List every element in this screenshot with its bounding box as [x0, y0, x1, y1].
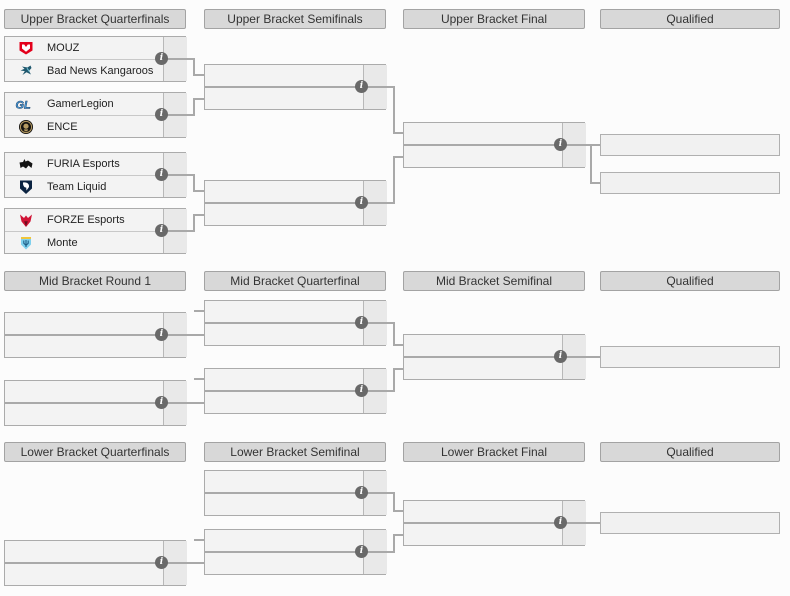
bracket-connector-line — [194, 74, 204, 76]
mouz-logo-icon — [13, 40, 39, 56]
bracket-connector-line — [193, 98, 195, 116]
match-info-icon[interactable]: i — [155, 224, 168, 237]
svg-text:GL: GL — [16, 100, 32, 112]
bracket-connector-line — [404, 144, 600, 146]
match-info-icon[interactable]: i — [155, 328, 168, 341]
match-info-icon[interactable]: i — [155, 396, 168, 409]
match-info-icon[interactable]: i — [355, 486, 368, 499]
qualified-box — [600, 134, 780, 156]
team-name: ENCE — [47, 121, 78, 133]
bracket-connector-line — [394, 132, 403, 134]
bracket-connector-line — [393, 156, 395, 204]
round-header: Qualified — [600, 9, 780, 29]
monte-logo-icon — [13, 235, 39, 251]
match-info-icon[interactable]: i — [355, 196, 368, 209]
bracket-connector-line — [5, 334, 204, 336]
bracket-connector-line — [162, 114, 195, 116]
round-header: Upper Bracket Semifinals — [204, 9, 386, 29]
match-info-icon[interactable]: i — [554, 350, 567, 363]
team-row[interactable]: MOUZ — [5, 37, 185, 60]
qualified-box — [600, 172, 780, 194]
match-info-icon[interactable]: i — [554, 516, 567, 529]
bad-news-kangaroos-logo-icon — [13, 63, 39, 79]
bracket-connector-line — [5, 562, 204, 564]
team-row[interactable]: FURIA Esports — [5, 153, 185, 176]
bracket-connector-line — [394, 156, 403, 158]
bracket-connector-line — [205, 322, 395, 324]
bracket-connector-line — [590, 144, 592, 184]
round-header: Qualified — [600, 271, 780, 291]
match-info-icon[interactable]: i — [355, 384, 368, 397]
team-name: Monte — [47, 237, 78, 249]
team-name: Bad News Kangaroos — [47, 65, 154, 77]
bracket-connector-line — [205, 202, 395, 204]
team-name: FORZE Esports — [47, 214, 125, 226]
match-info-icon[interactable]: i — [554, 138, 567, 151]
bracket-connector-line — [591, 182, 600, 184]
match-info-icon[interactable]: i — [355, 80, 368, 93]
round-header: Lower Bracket Quarterfinals — [4, 442, 186, 462]
bracket-connector-line — [194, 539, 204, 541]
bracket-connector-line — [194, 378, 204, 380]
bracket-connector-line — [205, 551, 395, 553]
bracket-connector-line — [393, 368, 395, 392]
round-header: Upper Bracket Quarterfinals — [4, 9, 186, 29]
bracket-connector-line — [393, 492, 395, 512]
bracket-connector-line — [394, 534, 403, 536]
bracket-connector-line — [162, 58, 195, 60]
bracket-connector-line — [194, 310, 204, 312]
team-liquid-logo-icon — [13, 179, 39, 195]
bracket-connector-line — [394, 344, 403, 346]
team-row[interactable]: Bad News Kangaroos — [5, 60, 185, 82]
match-info-icon[interactable]: i — [155, 168, 168, 181]
team-row[interactable]: Monte — [5, 232, 185, 254]
team-row[interactable]: FORZE Esports — [5, 209, 185, 232]
bracket-connector-line — [162, 174, 195, 176]
round-header: Upper Bracket Final — [403, 9, 585, 29]
qualified-box — [600, 346, 780, 368]
round-header: Mid Bracket Round 1 — [4, 271, 186, 291]
match-info-icon[interactable]: i — [355, 316, 368, 329]
bracket-connector-line — [193, 174, 195, 192]
bracket-connector-line — [162, 230, 195, 232]
team-row[interactable]: ENCE — [5, 116, 185, 138]
ence-logo-icon — [13, 119, 39, 135]
match-info-icon[interactable]: i — [155, 556, 168, 569]
team-row[interactable]: Team Liquid — [5, 176, 185, 198]
bracket-connector-line — [393, 86, 395, 134]
bracket-connector-line — [394, 368, 403, 370]
forze-logo-icon — [13, 212, 39, 228]
bracket-connector-line — [404, 356, 600, 358]
gamerlegion-logo-icon: GL — [13, 96, 39, 112]
round-header: Qualified — [600, 442, 780, 462]
bracket-connector-line — [194, 214, 204, 216]
bracket-connector-line — [5, 402, 204, 404]
match-info-icon[interactable]: i — [155, 108, 168, 121]
team-row[interactable]: GL GamerLegion — [5, 93, 185, 116]
round-header: Lower Bracket Semifinal — [204, 442, 386, 462]
bracket-connector-line — [393, 534, 395, 553]
bracket-connector-line — [205, 86, 395, 88]
bracket-connector-line — [193, 214, 195, 232]
bracket-connector-line — [393, 322, 395, 346]
team-name: GamerLegion — [47, 98, 114, 110]
bracket-connector-line — [205, 492, 395, 494]
bracket-connector-line — [194, 98, 204, 100]
bracket-connector-line — [404, 522, 600, 524]
round-header: Mid Bracket Quarterfinal — [204, 271, 386, 291]
team-name: MOUZ — [47, 42, 80, 54]
team-name: FURIA Esports — [47, 158, 120, 170]
bracket-connector-line — [205, 390, 395, 392]
round-header: Mid Bracket Semifinal — [403, 271, 585, 291]
round-header: Lower Bracket Final — [403, 442, 585, 462]
bracket-connector-line — [394, 510, 403, 512]
team-name: Team Liquid — [47, 181, 107, 193]
bracket-connector-line — [194, 190, 204, 192]
match-info-icon[interactable]: i — [155, 52, 168, 65]
qualified-box — [600, 512, 780, 534]
furia-logo-icon — [13, 156, 39, 172]
match-info-icon[interactable]: i — [355, 545, 368, 558]
bracket-connector-line — [193, 58, 195, 76]
